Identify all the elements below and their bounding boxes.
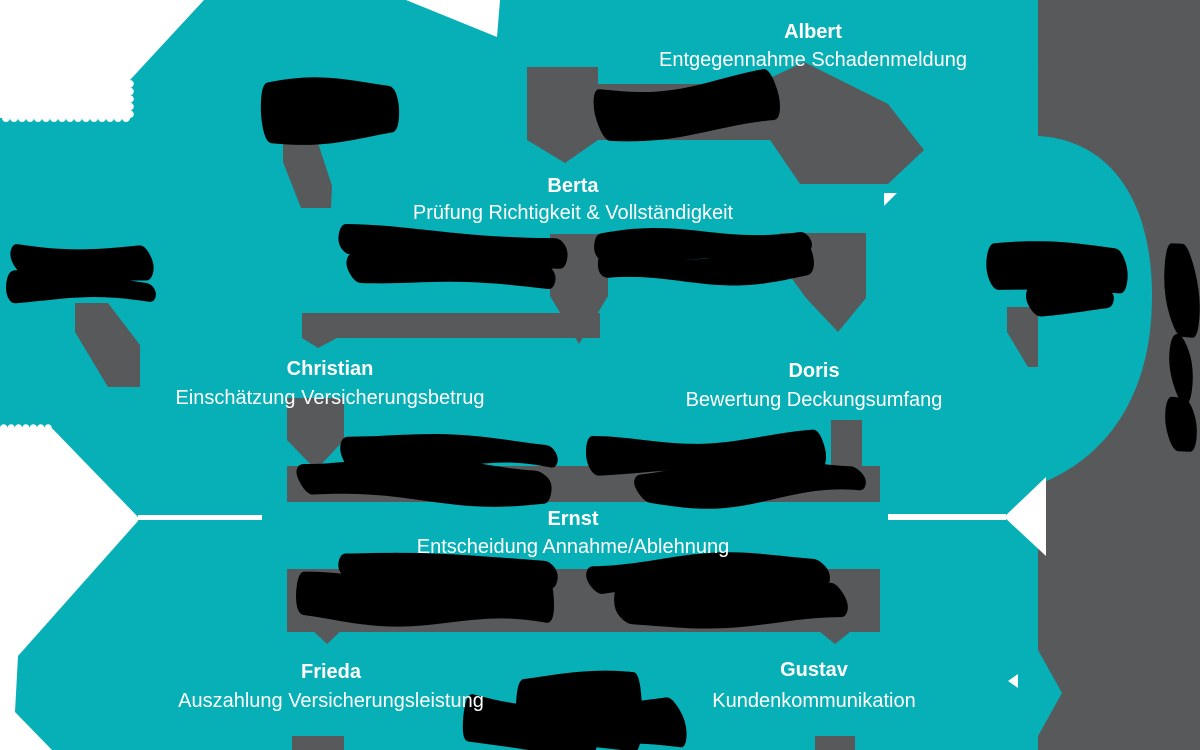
redaction-lump bbox=[614, 579, 848, 629]
redaction-r8-ernst-upleft-label bbox=[296, 434, 558, 507]
redaction-r4-berta-left-label bbox=[338, 223, 568, 290]
small-arrowhead-bottom bbox=[1008, 674, 1018, 688]
redaction-lump bbox=[346, 252, 556, 290]
top-right-connector bbox=[766, 62, 924, 184]
doris-task-label: Bewertung Deckungsumfang bbox=[686, 389, 943, 411]
left-upper-connector bbox=[283, 143, 332, 208]
right-arrow-line bbox=[888, 514, 1006, 520]
redaction-r5-berta-right-label bbox=[594, 228, 814, 286]
ernst-task-label: Entscheidung Annahme/Ablehnung bbox=[417, 536, 729, 558]
gustav-cross-top bbox=[815, 618, 855, 644]
redaction-r3-left-edge-label bbox=[6, 244, 156, 304]
redaction-lump bbox=[260, 77, 400, 145]
redaction-lump bbox=[1025, 286, 1114, 317]
albert-down-arrowhead bbox=[527, 140, 598, 163]
redaction-lump bbox=[296, 456, 552, 507]
redaction-r9-ernst-upright-label bbox=[585, 429, 866, 509]
redaction-lump bbox=[6, 268, 156, 304]
berta-task-label: Prüfung Richtigkeit & Vollständigkeit bbox=[413, 202, 734, 224]
small-arrowhead-top bbox=[884, 193, 897, 206]
redaction-r10-ernst-downleft-label bbox=[295, 552, 558, 627]
redaction-lump bbox=[295, 571, 555, 627]
frieda-cross-bottom bbox=[292, 736, 344, 750]
frieda-name-label: Frieda bbox=[301, 661, 362, 683]
right-band-notch bbox=[1007, 0, 1038, 74]
redaction-lump bbox=[583, 697, 687, 748]
gustav-cross-bottom bbox=[815, 736, 855, 750]
redaction-lump bbox=[1169, 334, 1193, 405]
redaction-r6-right-side-label bbox=[986, 241, 1128, 317]
ernst-name-label: Ernst bbox=[547, 508, 598, 530]
background-cutouts bbox=[0, 0, 1046, 750]
teal-right-chevron bbox=[1038, 650, 1062, 736]
albert-name-label: Albert bbox=[784, 21, 842, 43]
christian-task-label: Einschätzung Versicherungsbetrug bbox=[175, 387, 484, 409]
redaction-lump bbox=[1165, 396, 1197, 452]
gustav-name-label: Gustav bbox=[780, 659, 849, 681]
frieda-cross-top bbox=[310, 618, 344, 644]
teal-overlays bbox=[1007, 0, 1152, 736]
redaction-r12-bottom-center-label bbox=[462, 670, 687, 750]
redaction-lump bbox=[338, 552, 558, 590]
left-arrow-line bbox=[138, 515, 262, 520]
split-band-left bbox=[302, 313, 600, 348]
redaction-lump bbox=[593, 69, 781, 142]
teal-arc-bulge bbox=[1038, 136, 1152, 484]
gustav-task-label: Kundenkommunikation bbox=[712, 690, 915, 712]
berta-name-label: Berta bbox=[547, 175, 599, 197]
frieda-task-label: Auszahlung Versicherungsleistung bbox=[178, 690, 484, 712]
left-lower-connector bbox=[75, 303, 140, 387]
top-left-corner-cutout bbox=[0, 0, 204, 122]
redaction-lump bbox=[597, 242, 814, 286]
redaction-lump bbox=[986, 241, 1128, 294]
redaction-lump bbox=[338, 223, 568, 269]
christian-name-label: Christian bbox=[287, 358, 374, 380]
left-chevron-cutout bbox=[0, 424, 138, 750]
redaction-r2-albert-arrow-label bbox=[593, 69, 781, 142]
redaction-lump bbox=[634, 457, 866, 509]
redaction-r7-right-edge-label bbox=[1164, 243, 1200, 452]
redaction-r1-top-left-label bbox=[260, 77, 400, 145]
top-notch-cutout bbox=[406, 0, 500, 37]
redaction-lump bbox=[1164, 243, 1200, 338]
redaction-marks bbox=[6, 69, 1200, 750]
right-funnel-arrowhead bbox=[1004, 477, 1046, 556]
christian-down-arrow bbox=[287, 398, 344, 470]
doris-name-label: Doris bbox=[788, 360, 839, 382]
redaction-r11-ernst-downright-label bbox=[586, 552, 848, 629]
albert-task-label: Entgegennahme Schadenmeldung bbox=[659, 49, 967, 71]
